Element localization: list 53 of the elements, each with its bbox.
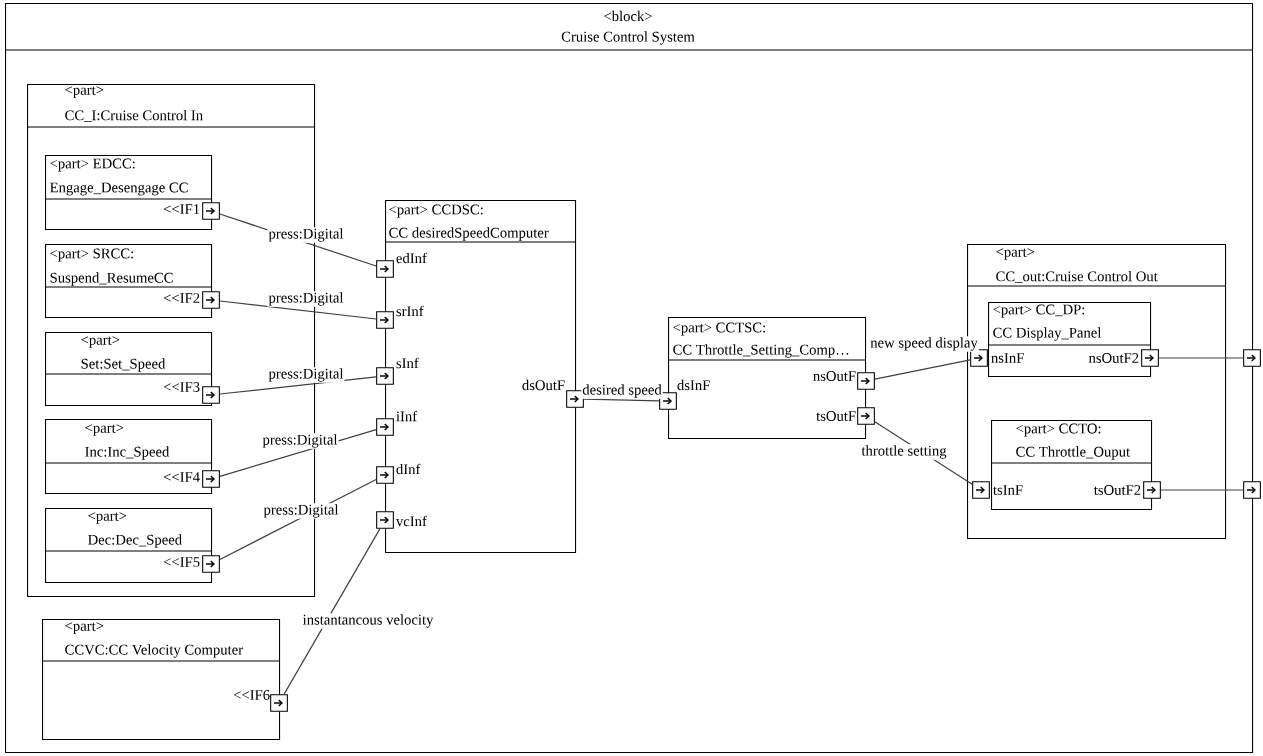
- connector-line: [219, 300, 377, 320]
- port-box: [376, 311, 394, 329]
- port-label: tsInF: [993, 485, 1023, 495]
- port-box: [376, 466, 394, 484]
- port-box: [566, 390, 584, 408]
- port-label: dInf: [396, 463, 421, 475]
- edge-label: press:Digital: [267, 227, 345, 243]
- port-box: [270, 694, 288, 712]
- port-box: [376, 418, 394, 436]
- port-label: <<IF5: [163, 557, 200, 567]
- connector-line: [583, 398, 660, 402]
- port-label: <<IF2: [163, 293, 200, 303]
- port-label: <<IF6: [233, 690, 270, 700]
- port-box: [376, 260, 394, 278]
- port-label: nsOutF: [813, 371, 856, 381]
- port-box: [857, 372, 875, 390]
- port-label: <<IF3: [163, 382, 200, 392]
- edge-label: press:Digital: [267, 291, 345, 307]
- port-box: [1141, 349, 1159, 367]
- edge-label: press:Digital: [267, 367, 345, 383]
- port-label: nsInF: [991, 353, 1024, 363]
- connector-line: [1158, 357, 1244, 359]
- port-label: srInf: [396, 305, 424, 317]
- port-box: [202, 555, 220, 573]
- port-label: <<IF4: [163, 472, 200, 482]
- connector-line: [874, 359, 971, 380]
- connector-line: [283, 528, 381, 695]
- connector-line: [1160, 489, 1244, 491]
- edge-label: press:Digital: [261, 433, 339, 449]
- port-label: vcInf: [395, 515, 427, 527]
- edge-label: instantancous velocity: [301, 613, 435, 629]
- port-box: [202, 291, 220, 309]
- port-label: tsOutF2: [1093, 485, 1141, 495]
- port-box: [202, 386, 220, 404]
- port-label: <<IF1: [163, 204, 200, 214]
- port-label: iInf: [396, 410, 418, 422]
- port-box: [1143, 481, 1161, 499]
- port-label: dsOutF: [522, 379, 565, 391]
- port-box: [376, 367, 394, 385]
- port-box: [202, 202, 220, 220]
- port-box: [376, 511, 394, 529]
- port-label: nsOutF2: [1088, 353, 1139, 363]
- port-box: [1243, 481, 1261, 499]
- port-box: [857, 407, 875, 425]
- port-label: sInf: [396, 357, 419, 369]
- port-label: edInf: [396, 252, 427, 264]
- edge-label: press:Digital: [262, 503, 340, 519]
- port-box: [202, 470, 220, 488]
- port-box: [1243, 349, 1261, 367]
- port-label: dsInF: [677, 379, 710, 391]
- port-box: [972, 481, 990, 499]
- port-label: tsOutF: [816, 411, 856, 421]
- edge-label: throttle setting: [860, 444, 948, 460]
